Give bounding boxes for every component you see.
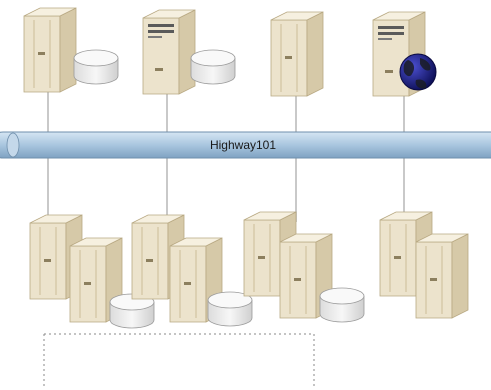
bus-pipe [0, 131, 491, 159]
disk-storage-icon [207, 291, 253, 327]
server-cluster-bottom-4 [379, 211, 469, 319]
server-tower-icon [142, 9, 196, 95]
bus-label: Highway101 [210, 138, 276, 152]
network-bus: Highway101 [0, 131, 491, 159]
server-tower-icon [23, 7, 77, 93]
server-group-top-1 [23, 7, 119, 93]
server-group-top-3 [270, 11, 324, 97]
server-tower-icon [415, 233, 469, 319]
disk-storage-icon [73, 49, 119, 85]
server-group-top-4 [372, 11, 437, 97]
disk-storage-icon [190, 49, 236, 85]
dashed-boundary [43, 333, 315, 388]
bus-end-cap [6, 132, 20, 158]
connector-lines [47, 90, 405, 230]
disk-storage-icon [319, 287, 365, 323]
server-group-top-2 [142, 9, 236, 95]
globe-icon [399, 53, 437, 91]
server-tower-icon [270, 11, 324, 97]
server-cluster-bottom-3 [243, 211, 365, 323]
